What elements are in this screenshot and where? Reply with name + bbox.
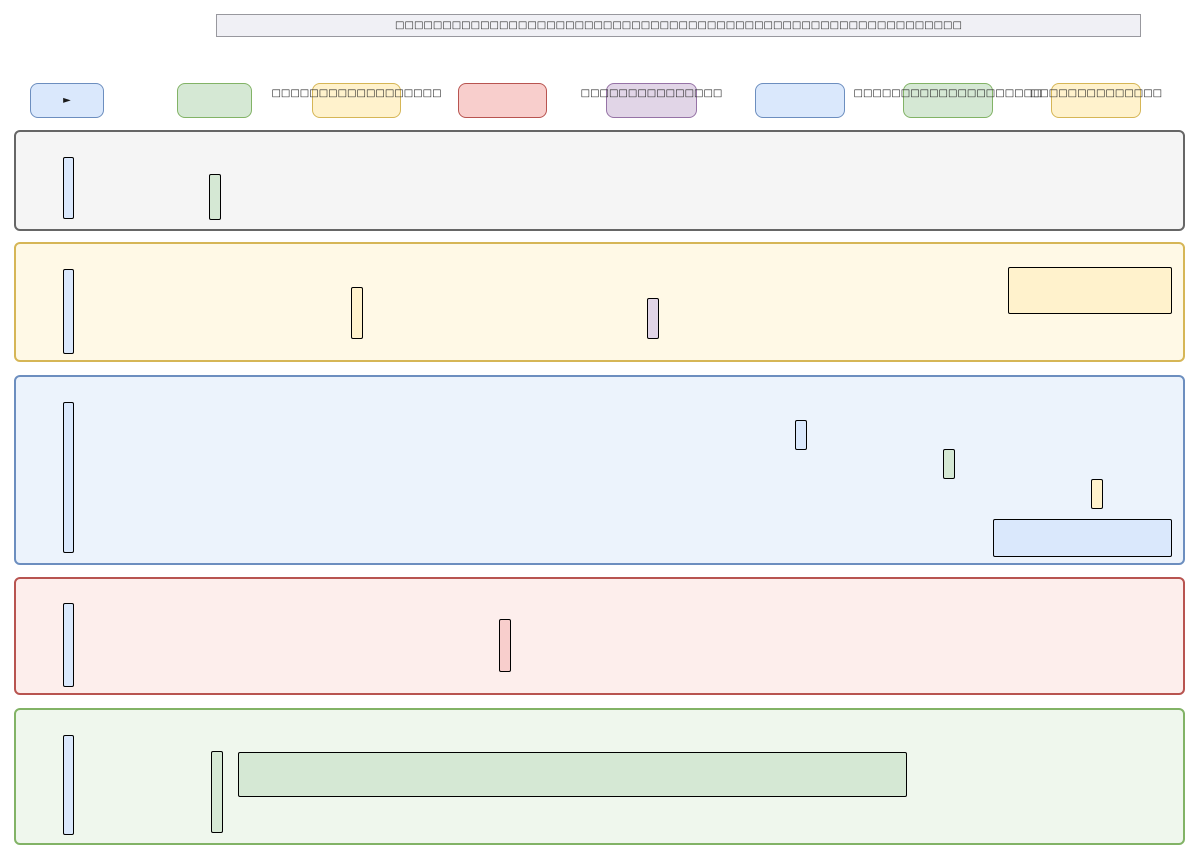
timeline-block-yellow <box>1008 267 1172 314</box>
timeline-marker-green <box>943 449 955 479</box>
play-icon: ► <box>63 94 71 106</box>
timeline-marker-blue <box>63 402 74 553</box>
title-text: □□□□□□□□□□□□□□□□□□□□□□□□□□□□□□□□□□□□□□□□… <box>395 20 962 31</box>
timeline-marker-blue <box>63 735 74 835</box>
lane-yellow <box>14 242 1185 362</box>
timeline-block-blue <box>993 519 1172 557</box>
timeline-block-green <box>238 752 907 797</box>
legend-chip-green-1[interactable] <box>177 83 252 118</box>
legend-chip-yellow-1[interactable]: □□□□□□□□□□□□□□□□□□ <box>271 83 442 118</box>
timeline-marker-purple <box>647 298 659 339</box>
legend-chip-label: □□□□□□□□□□□□□□□□□□ <box>271 88 442 99</box>
legend-chip-purple[interactable]: □□□□□□□□□□□□□□□ <box>581 83 722 118</box>
timeline-marker-blue <box>63 603 74 687</box>
lane-gray <box>14 130 1185 231</box>
lane-green <box>14 708 1185 845</box>
legend-chip-label: □□□□□□□□□□□□□□ <box>1029 88 1163 99</box>
legend-chip-blue[interactable] <box>755 83 845 118</box>
legend-chip-label: □□□□□□□□□□□□□□□□□□□□ <box>853 88 1043 99</box>
legend-chip-green-2[interactable]: □□□□□□□□□□□□□□□□□□□□ <box>854 83 1042 118</box>
legend-chip-label: □□□□□□□□□□□□□□□ <box>580 88 723 99</box>
lane-red <box>14 577 1185 695</box>
timeline-marker-green <box>209 174 221 220</box>
timeline-marker-yellow <box>351 287 363 339</box>
legend-chip-red[interactable] <box>458 83 547 118</box>
legend-chip-yellow-2[interactable]: □□□□□□□□□□□□□□ <box>1030 83 1162 118</box>
timeline-marker-blue <box>63 157 74 219</box>
timeline-marker-blue <box>795 420 807 450</box>
play-button[interactable]: ► <box>30 83 104 118</box>
title-bar: □□□□□□□□□□□□□□□□□□□□□□□□□□□□□□□□□□□□□□□□… <box>216 14 1141 37</box>
timeline-marker-blue <box>63 269 74 354</box>
timeline-marker-red <box>499 619 511 672</box>
timeline-marker-yellow <box>1091 479 1103 509</box>
timeline-marker-green <box>211 751 223 833</box>
lane-blue <box>14 375 1185 565</box>
